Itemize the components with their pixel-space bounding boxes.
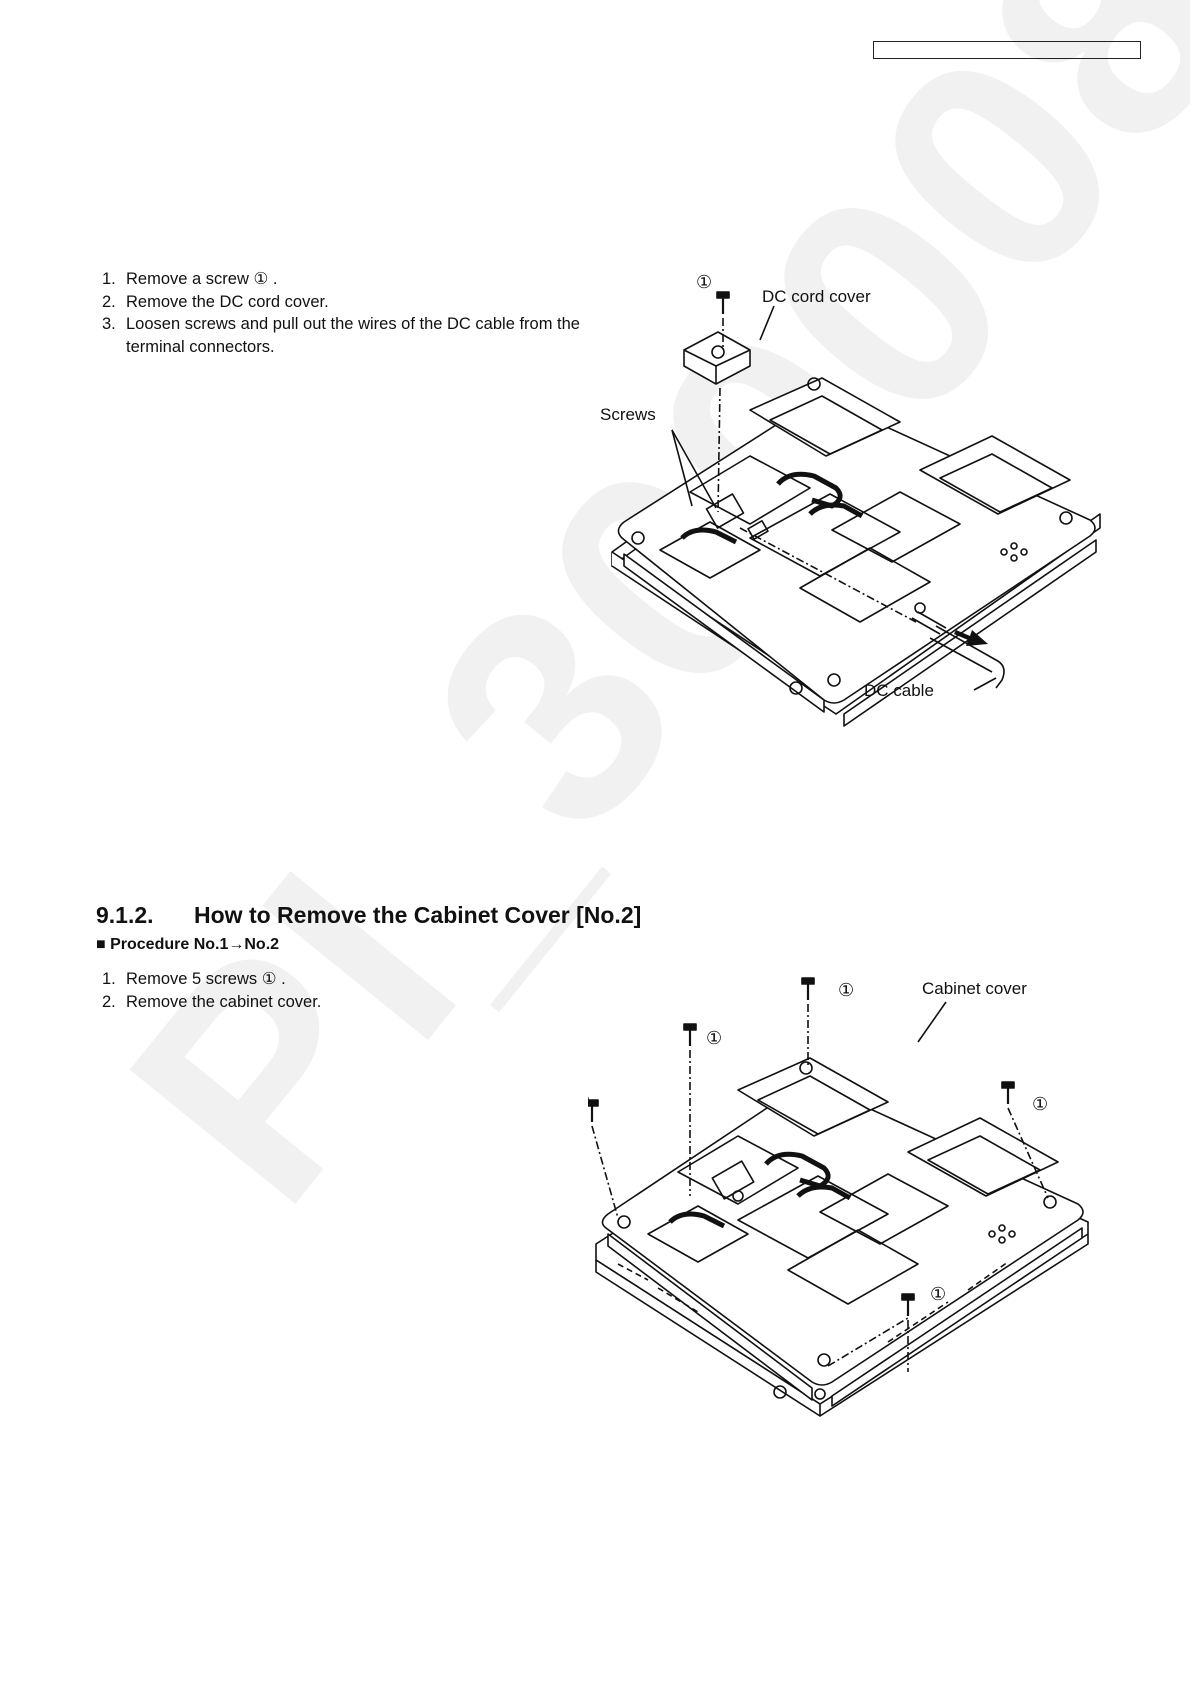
screw-marker-label: ① [930, 1284, 946, 1305]
screw-marker-label: ① [588, 1090, 590, 1111]
screw-marker-label: ① [696, 272, 712, 293]
step-text: Remove the cabinet cover. [126, 992, 322, 1011]
screw-marker-label: ① [706, 1028, 722, 1049]
steps-list-1: 1.Remove a screw ① . 2.Remove the DC cor… [102, 268, 582, 358]
step-text: Remove the DC cord cover. [126, 292, 329, 311]
cabinet-cover-label: Cabinet cover [922, 979, 1027, 998]
heading-title: How to Remove the Cabinet Cover [No.2] [194, 902, 642, 928]
list-item: 2.Remove the DC cord cover. [102, 292, 329, 311]
step-text: Remove 5 screws ① . [126, 970, 286, 988]
screw-marker-label: ① [1032, 1094, 1048, 1115]
list-item: 1.Remove 5 screws ① . [102, 970, 286, 988]
heading-number: 9.1.2. [96, 902, 154, 928]
procedure-label: ■ Procedure No.1→No.2 [96, 936, 280, 953]
header-box [873, 41, 1141, 59]
dc-cord-cover-figure: ① DC cord cover Screws DC cable [600, 272, 1101, 727]
cabinet-cover-figure: ① ① ① ① ① Cabinet cover [588, 977, 1089, 1417]
step-text: Remove a screw ① . [126, 270, 278, 288]
dc-cord-cover-label: DC cord cover [762, 287, 871, 306]
step-text: Loosen screws and pull out the wires of … [126, 315, 580, 356]
list-item: 3.Loosen screws and pull out the wires o… [102, 315, 580, 356]
list-item: 2.Remove the cabinet cover. [102, 992, 322, 1011]
dc-cable-label: DC cable [864, 681, 934, 700]
screw-marker-label: ① [838, 980, 854, 1001]
steps-list-2: 1.Remove 5 screws ① . 2.Remove the cabin… [102, 968, 522, 1013]
section-heading: 9.1.2. How to Remove the Cabinet Cover [N… [96, 902, 641, 929]
list-item: 1.Remove a screw ① . [102, 270, 278, 288]
screws-label: Screws [600, 405, 656, 424]
